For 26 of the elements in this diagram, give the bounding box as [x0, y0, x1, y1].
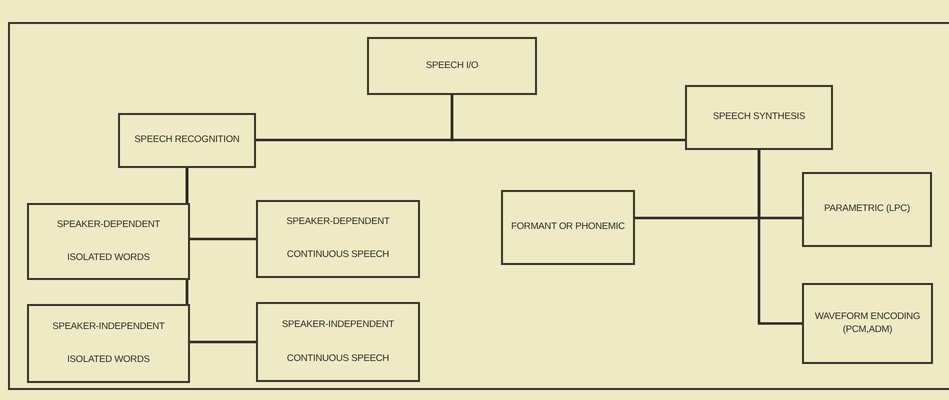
box-label: WAVEFORM ENCODING (PCM,ADM)	[814, 311, 922, 336]
box-label: FORMANT OR PHONEMIC	[511, 221, 625, 234]
category-box	[256, 302, 420, 382]
box-label: CONTINUOUS SPEECH	[286, 249, 390, 262]
box-label: CONTINUOUS SPEECH	[286, 352, 390, 366]
box-label: SPEECH I/O	[426, 60, 478, 72]
category-box	[118, 113, 256, 168]
category-box	[27, 304, 190, 383]
category-box	[501, 190, 635, 265]
box-label: SPEAKER-INDEPENDENT	[282, 318, 394, 332]
category-box	[27, 203, 190, 280]
category-box	[367, 37, 537, 95]
category-box	[802, 283, 933, 364]
category-box	[685, 85, 833, 150]
box-label: SPEAKER-DEPENDENT	[286, 216, 390, 229]
connector-line	[758, 150, 802, 325]
category-box	[256, 200, 420, 278]
box-label: ISOLATED WORDS	[67, 354, 150, 366]
box-label: PARAMETRIC (LPC)	[824, 203, 910, 216]
box-label: SPEECH SYNTHESIS	[712, 111, 806, 124]
box-label: SPEAKER-INDEPENDENT	[52, 320, 165, 333]
box-label: SPEAKER-DEPENDENT	[56, 219, 160, 232]
category-box	[802, 172, 932, 247]
connector-line	[450, 95, 685, 142]
box-label: ISOLATED WORDS	[67, 252, 150, 264]
box-label: SPEECH RECOGNITION	[134, 134, 240, 147]
